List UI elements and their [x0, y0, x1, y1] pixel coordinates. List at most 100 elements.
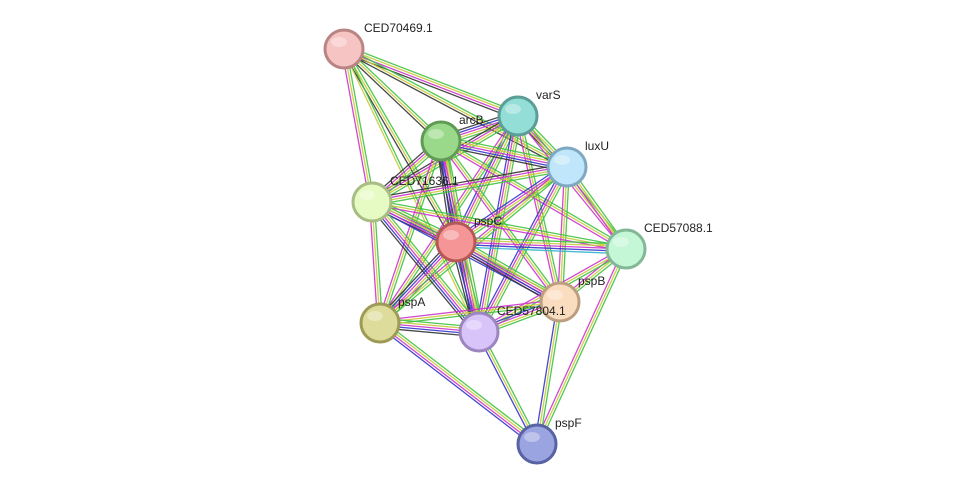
- node-highlight: [443, 230, 459, 240]
- edge-line-yellow: [536, 301, 561, 445]
- edge-line-green: [344, 48, 481, 332]
- node-label: CED57804.1: [497, 304, 566, 318]
- edge-line-yellow: [536, 248, 627, 445]
- edge-line-green: [372, 199, 627, 248]
- edge-line-blue: [377, 325, 536, 448]
- edge-pspa-pspf: [377, 319, 540, 448]
- edge-line-magenta: [341, 49, 371, 203]
- node-highlight: [613, 237, 629, 247]
- edge-line-yellow: [343, 48, 568, 168]
- node-circle[interactable]: [497, 95, 539, 137]
- node-label: pspC: [474, 214, 502, 228]
- edge-line-yellow: [372, 167, 568, 204]
- edge-line-yellow: [441, 138, 568, 166]
- node-vars[interactable]: varS: [497, 88, 561, 137]
- edge-line-black: [371, 162, 567, 200]
- edge-line-green: [457, 169, 570, 246]
- edge-line-green: [561, 167, 571, 303]
- node-label: pspB: [578, 274, 605, 288]
- edge-ced71636-1-ced57088-1: [371, 199, 627, 252]
- node-circle[interactable]: [605, 228, 647, 270]
- node-layer: CED70469.1 varS arcB luxU CED71636.1 pspC CED5…: [323, 21, 713, 465]
- edge-line-yellow: [343, 48, 457, 243]
- node-circle[interactable]: [516, 423, 558, 465]
- node-ced71636-1[interactable]: CED71636.1: [351, 174, 459, 223]
- edge-line-blue: [533, 301, 559, 444]
- node-label: CED71636.1: [390, 174, 459, 188]
- edge-luxu-ced71636-1: [371, 162, 568, 207]
- edge-line-green: [381, 141, 444, 324]
- node-pspc[interactable]: pspC: [435, 214, 502, 263]
- edge-pspb-pspf: [533, 301, 564, 445]
- edge-line-blue: [455, 243, 626, 253]
- edge-line-magenta: [379, 298, 560, 322]
- edge-ced70469-1-ced71636-1: [341, 48, 375, 203]
- node-circle[interactable]: [323, 28, 365, 70]
- node-highlight: [428, 129, 444, 139]
- edge-line-blue: [453, 163, 566, 240]
- node-label: CED57088.1: [644, 221, 713, 235]
- node-pspa[interactable]: pspA: [359, 295, 425, 344]
- edge-line-magenta: [477, 115, 518, 332]
- edge-line-yellow: [440, 140, 561, 303]
- node-circle[interactable]: [351, 181, 393, 223]
- edge-line-blue: [440, 142, 567, 170]
- edge-line-green: [381, 319, 540, 442]
- edge-line-cyan: [455, 246, 626, 255]
- edge-ced70469-1-luxu: [342, 46, 569, 170]
- edge-line-magenta: [378, 323, 537, 446]
- node-highlight: [367, 311, 383, 321]
- edge-line-black: [342, 50, 567, 170]
- edge-line-green: [372, 169, 568, 207]
- edge-line-yellow: [343, 48, 373, 203]
- edge-ced57088-1-pspf: [534, 247, 629, 446]
- edge-line-green: [345, 45, 520, 114]
- edge-line-magenta: [454, 165, 567, 242]
- edge-line-yellow: [379, 301, 561, 324]
- node-ced70469-1[interactable]: CED70469.1: [323, 21, 433, 70]
- edge-line-green: [538, 302, 564, 445]
- edge-ced70469-1-arcb: [341, 46, 444, 144]
- node-ced57804-1[interactable]: CED57804.1: [458, 304, 566, 353]
- edge-line-green: [441, 135, 569, 163]
- node-label: pspF: [555, 416, 582, 430]
- edge-line-green: [345, 48, 375, 202]
- node-highlight: [359, 190, 375, 200]
- node-arcb[interactable]: arcB: [420, 113, 484, 162]
- node-highlight: [554, 155, 570, 165]
- edge-line-green: [481, 168, 571, 334]
- node-label: pspA: [398, 295, 425, 309]
- edge-line-green: [480, 330, 540, 444]
- node-highlight: [524, 432, 540, 442]
- edge-luxu-pspc: [453, 163, 570, 246]
- node-circle[interactable]: [359, 302, 401, 344]
- node-circle[interactable]: [539, 281, 581, 323]
- edge-line-yellow: [478, 331, 538, 445]
- edge-line-magenta: [440, 140, 568, 168]
- edge-line-green: [345, 47, 459, 242]
- node-pspf[interactable]: pspF: [516, 416, 582, 465]
- edge-line-yellow: [456, 167, 569, 244]
- node-circle[interactable]: [435, 221, 477, 263]
- node-ced57088-1[interactable]: CED57088.1: [605, 221, 713, 270]
- node-pspb[interactable]: pspB: [539, 274, 605, 323]
- edge-ced57804-1-pspf: [476, 330, 540, 446]
- edge-arcb-pspa: [377, 140, 444, 324]
- node-luxu[interactable]: luxU: [546, 139, 609, 188]
- node-highlight: [505, 104, 521, 114]
- edge-line-green: [458, 237, 563, 299]
- node-highlight: [547, 290, 563, 300]
- edge-line-magenta: [534, 247, 625, 444]
- node-circle[interactable]: [420, 120, 462, 162]
- node-circle[interactable]: [546, 146, 588, 188]
- node-highlight: [466, 320, 482, 330]
- edge-line-yellow: [456, 238, 627, 248]
- edge-line-black: [341, 50, 440, 144]
- edge-line-green: [345, 46, 444, 140]
- edge-line-magenta: [439, 142, 626, 252]
- edge-line-yellow: [517, 115, 561, 303]
- edge-line-green: [344, 46, 569, 166]
- node-label: arcB: [459, 113, 484, 127]
- node-circle[interactable]: [458, 311, 500, 353]
